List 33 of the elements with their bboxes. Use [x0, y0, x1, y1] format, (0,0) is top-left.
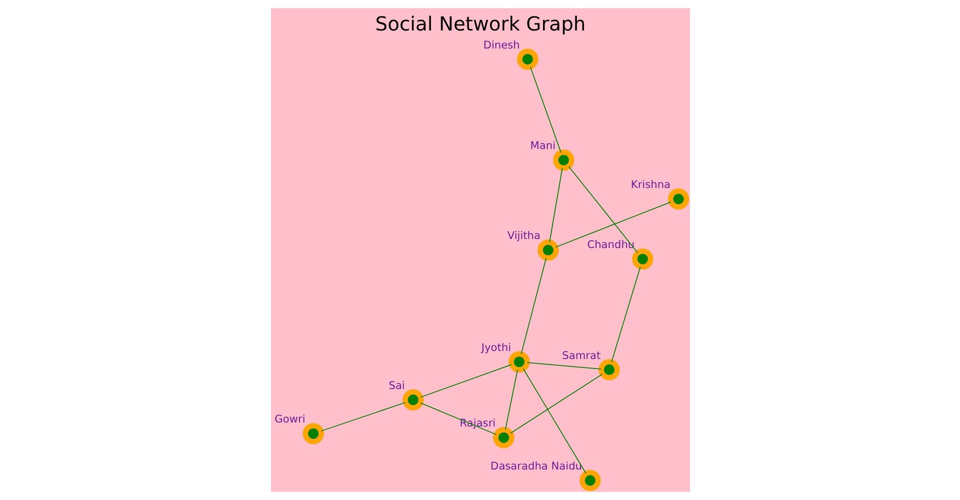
connector — [504, 369, 518, 430]
node-label: Vijitha — [506, 230, 540, 242]
node-circle — [598, 359, 620, 380]
connector — [320, 402, 406, 432]
node-label: Gowri — [274, 414, 305, 426]
node-circle — [579, 470, 600, 492]
connector — [568, 166, 638, 254]
node-circle — [632, 248, 653, 270]
connector — [548, 168, 562, 243]
connector — [520, 258, 546, 354]
node-circle — [492, 427, 514, 448]
connector — [554, 202, 671, 248]
node-circle — [402, 389, 424, 410]
node-label: Jyothi — [480, 342, 511, 354]
connector — [420, 364, 512, 398]
diagram-title: Social Network Graph — [374, 12, 586, 36]
connector — [610, 266, 640, 363]
node-circle — [508, 351, 530, 372]
connector — [522, 368, 586, 474]
connector — [526, 362, 602, 370]
node-circle — [537, 240, 558, 261]
node-circle — [302, 423, 324, 444]
connector — [529, 66, 561, 153]
node-label: Samrat — [562, 350, 600, 362]
node-circle — [667, 188, 689, 210]
node-label: Dasaradha Naidu — [490, 460, 582, 472]
connector — [510, 374, 602, 434]
node-circle — [516, 48, 538, 70]
node-label: Sai — [388, 380, 404, 392]
node-label: Dinesh — [482, 39, 520, 52]
node-circle — [552, 150, 574, 171]
node-label: Mani — [530, 140, 556, 152]
node-label: Krishna — [630, 179, 670, 192]
